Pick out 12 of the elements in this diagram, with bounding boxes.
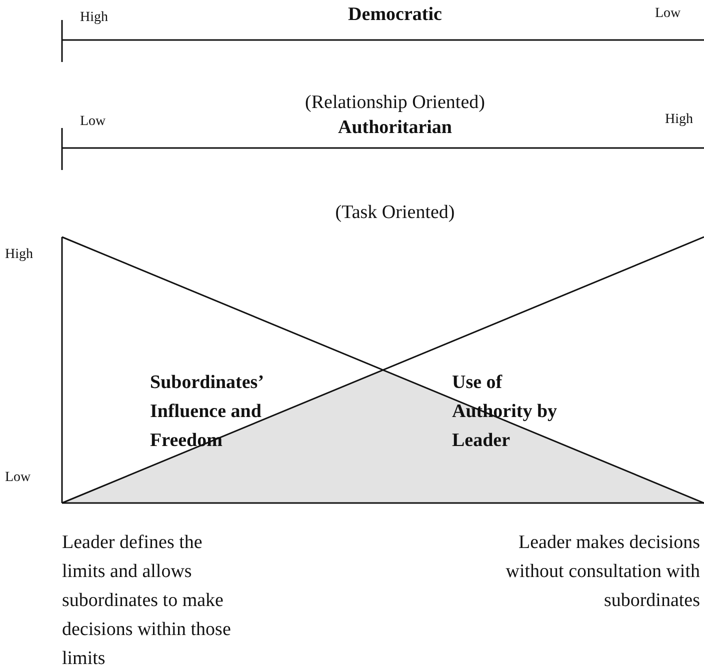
axis-label: Low [5,469,31,487]
scale-end-label: Low [80,113,106,131]
axis-label: High [5,246,33,264]
scale-end-label: Low [655,5,681,23]
scale-end-label: High [665,111,693,129]
scale-end-label: High [80,9,108,27]
scale-title: Authoritarian [337,116,453,140]
scale-title: Democratic [347,3,443,27]
description-text: Leader defines the limits and allows subordinates to make decisions within those limits [62,531,232,669]
scale-subtitle: (Task Oriented) [334,201,456,225]
scale-subtitle: (Relationship Oriented) [304,91,486,115]
description-text: Leader makes decisions without consultation with subordinates [504,531,700,613]
